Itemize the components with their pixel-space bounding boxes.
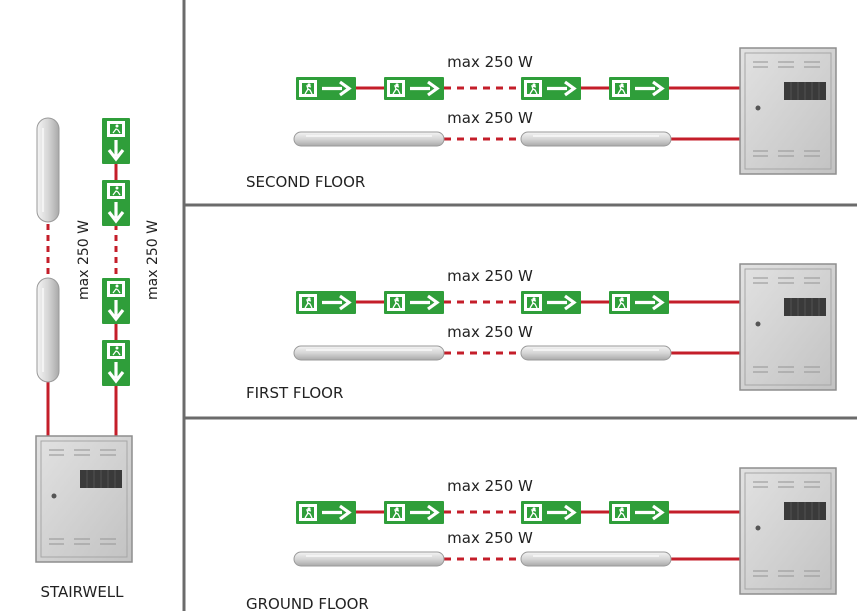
stairwell-exit-power-label: max 250 W bbox=[145, 220, 161, 300]
floor-label: FIRST FLOOR bbox=[246, 384, 343, 402]
lamp-circuit-power-label: max 250 W bbox=[447, 323, 533, 341]
floor-section-ground: max 250 W max 250 W GROUND FLOOR bbox=[246, 467, 837, 611]
exit-sign-right-icon bbox=[294, 499, 358, 526]
lamp-icon bbox=[520, 551, 672, 567]
lamp-icon bbox=[293, 131, 445, 147]
exit-sign-right-icon bbox=[294, 75, 358, 102]
floor-label: SECOND FLOOR bbox=[246, 173, 365, 191]
stairwell-lamp-power-label: max 250 W bbox=[76, 220, 92, 300]
stairwell-lamp-icon bbox=[36, 117, 60, 223]
lamp-icon bbox=[293, 551, 445, 567]
lamp-icon bbox=[293, 345, 445, 361]
exit-circuit-power-label: max 250 W bbox=[447, 267, 533, 285]
exit-circuit-power-label: max 250 W bbox=[447, 477, 533, 495]
lamp-icon bbox=[520, 131, 672, 147]
distribution-panel-icon bbox=[739, 47, 837, 175]
exit-sign-right-icon bbox=[607, 75, 671, 102]
exit-sign-down-icon bbox=[100, 116, 132, 166]
exit-sign-right-icon bbox=[607, 499, 671, 526]
exit-sign-down-icon bbox=[100, 338, 132, 388]
stairwell-distribution-panel-icon bbox=[35, 435, 133, 563]
exit-sign-down-icon bbox=[100, 178, 132, 228]
exit-sign-right-icon bbox=[382, 289, 446, 316]
lamp-circuit-power-label: max 250 W bbox=[447, 109, 533, 127]
exit-sign-right-icon bbox=[294, 289, 358, 316]
exit-sign-right-icon bbox=[382, 499, 446, 526]
floor-label: GROUND FLOOR bbox=[246, 595, 369, 611]
distribution-panel-icon bbox=[739, 263, 837, 391]
exit-sign-right-icon bbox=[382, 75, 446, 102]
exit-sign-right-icon bbox=[519, 289, 583, 316]
exit-sign-right-icon bbox=[607, 289, 671, 316]
distribution-panel-icon bbox=[739, 467, 837, 595]
lamp-circuit-power-label: max 250 W bbox=[447, 529, 533, 547]
stairwell-section: max 250 W max 250 W STAIRWELL bbox=[35, 116, 161, 601]
exit-circuit-power-label: max 250 W bbox=[447, 53, 533, 71]
stairwell-lamp-icon bbox=[36, 277, 60, 383]
exit-sign-right-icon bbox=[519, 75, 583, 102]
exit-sign-right-icon bbox=[519, 499, 583, 526]
lamp-icon bbox=[520, 345, 672, 361]
floor-section-second: max 250 W max 250 W SECOND FLOOR bbox=[246, 47, 837, 191]
exit-sign-down-icon bbox=[100, 276, 132, 326]
floor-section-first: max 250 W max 250 W FIRST FLOOR bbox=[246, 263, 837, 402]
stairwell-label: STAIRWELL bbox=[40, 583, 124, 601]
